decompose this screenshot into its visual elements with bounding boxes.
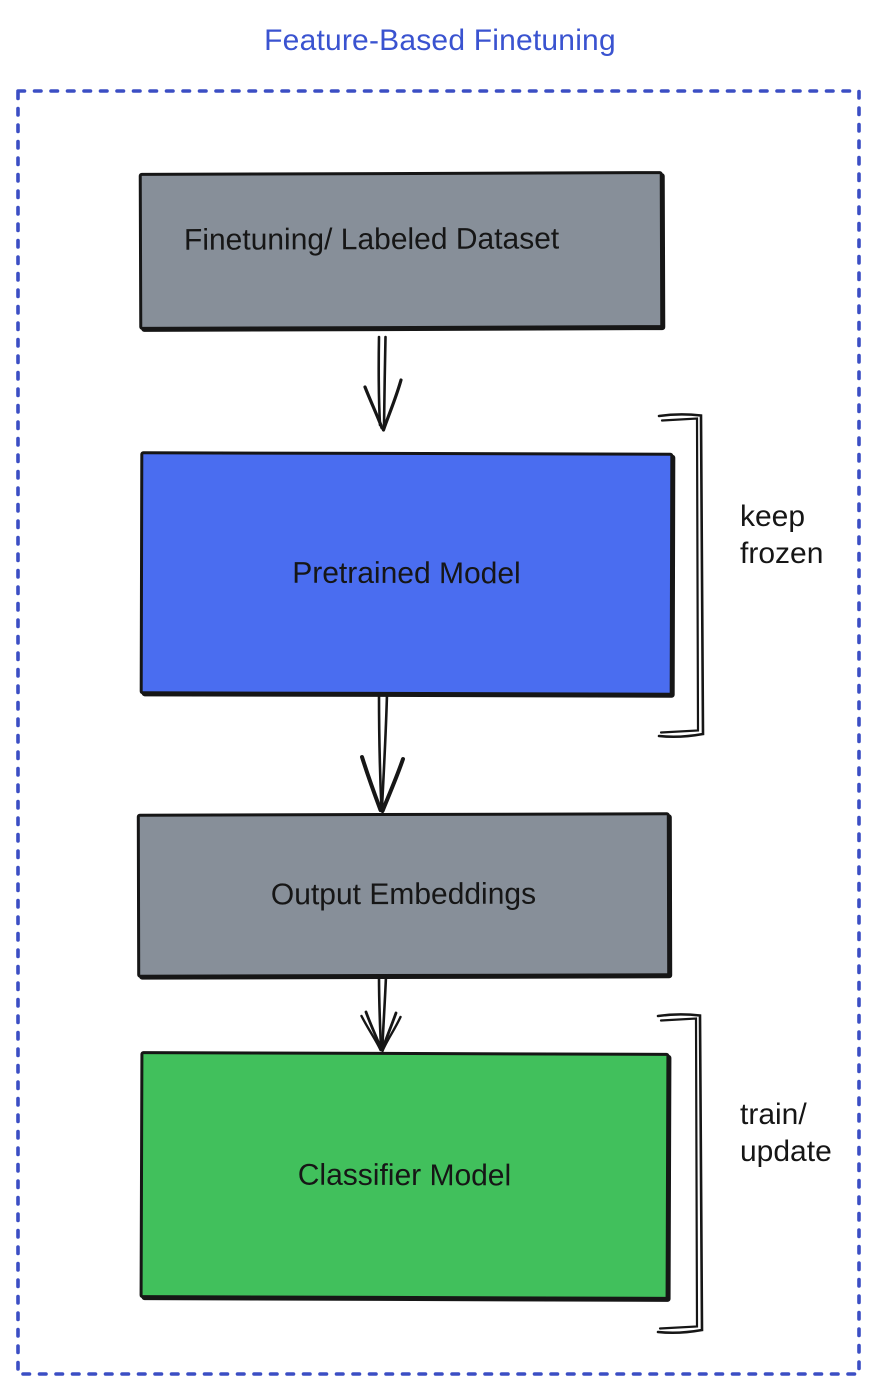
node-output-embeddings: Output Embeddings (136, 812, 671, 978)
keep-frozen-label: keep frozen (740, 498, 823, 572)
node-classifier-model-label: Classifier Model (297, 1158, 512, 1192)
node-output-embeddings-label: Output Embeddings (270, 877, 537, 912)
node-finetuning-dataset: Finetuning/ Labeled Dataset (138, 171, 664, 330)
train-update-label-line1: train/ (740, 1098, 807, 1131)
keep-frozen-label-line2: frozen (740, 537, 824, 570)
train-update-label: train/ update (740, 1096, 832, 1170)
arrow-embeddings-to-classifier (360, 974, 402, 1053)
train-update-label-line2: update (740, 1135, 832, 1168)
node-classifier-model: Classifier Model (139, 1051, 670, 1300)
node-pretrained-model: Pretrained Model (139, 451, 674, 696)
arrow-dataset-to-pretrained (363, 335, 403, 432)
node-pretrained-model-label: Pretrained Model (292, 556, 521, 590)
arrow-pretrained-to-embeddings (360, 692, 405, 813)
diagram-title: Feature-Based Finetuning (264, 24, 616, 57)
node-finetuning-dataset-label: Finetuning/ Labeled Dataset (183, 222, 560, 257)
keep-frozen-label-line1: keep (740, 500, 806, 533)
